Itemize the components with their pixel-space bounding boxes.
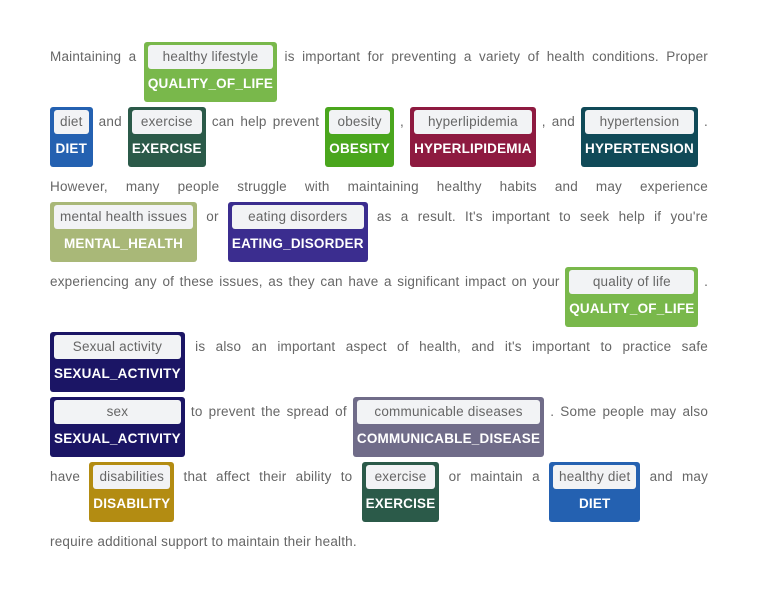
plain-text: experiencing any of these issues, as the… [50, 274, 560, 289]
plain-text: However, many people struggle with maint… [50, 179, 708, 194]
plain-text: , and [541, 114, 575, 129]
plain-text: or maintain a [448, 469, 540, 484]
plain-text: . [704, 274, 709, 289]
plain-text: as a result. It's important to seek help… [376, 209, 709, 224]
entity-label: SEXUAL_ACTIVITY [54, 431, 181, 446]
text-line: However, many people struggle with maint… [50, 172, 708, 202]
entity-label: MENTAL_HEALTH [63, 236, 184, 251]
plain-text: Maintaining a [50, 49, 137, 64]
plain-text: that affect their ability to [183, 469, 353, 484]
entity-label: OBESITY [329, 141, 390, 156]
entity-text: quality of life [569, 270, 695, 294]
entity-text: eating disorders [231, 205, 364, 229]
entity-text: exercise [131, 110, 202, 134]
entity-label: EATING_DISORDER [231, 236, 364, 251]
text-line: experiencing any of these issues, as the… [50, 267, 708, 327]
plain-text: and [98, 114, 122, 129]
entity-text: hyperlipidemia [414, 110, 532, 134]
entity-label: DISABILITY [93, 496, 171, 511]
entity-label: EXERCISE [131, 141, 202, 156]
plain-text: have [50, 469, 81, 484]
entity-label: HYPERLIPIDEMIA [414, 141, 532, 156]
entity-text: communicable diseases [356, 400, 541, 424]
text-line: require additional support to maintain t… [50, 527, 708, 557]
plain-text: is important for preventing a variety of… [284, 49, 709, 64]
plain-text: and may [649, 469, 709, 484]
entity-text: mental health issues [54, 205, 194, 229]
plain-text: is also an important aspect of health, a… [195, 339, 709, 354]
entity-label: QUALITY_OF_LIFE [569, 301, 695, 316]
entity-text: healthy diet [553, 465, 637, 489]
entity-label: DIET [578, 496, 611, 511]
entity-label: QUALITY_OF_LIFE [147, 76, 274, 91]
plain-text: . Some people may also [550, 404, 709, 419]
entity-label: COMMUNICABLE_DISEASE [356, 431, 541, 446]
plain-text: or [206, 209, 219, 224]
entity-text: exercise [365, 465, 436, 489]
plain-text: to prevent the spread of [190, 404, 347, 419]
entity-text: sex [54, 400, 181, 424]
plain-text: . [704, 114, 708, 129]
entity-label: EXERCISE [365, 496, 436, 511]
entity-text: Sexual activity [54, 335, 181, 359]
plain-text: , [400, 114, 404, 129]
entity-text: hypertension [585, 110, 694, 134]
entity-label: SEXUAL_ACTIVITY [54, 366, 181, 381]
entity-label: HYPERTENSION [585, 141, 694, 156]
entity-text: obesity [329, 110, 390, 134]
entity-text: healthy lifestyle [147, 45, 274, 69]
plain-text: can help prevent [211, 114, 320, 129]
entity-label: DIET [55, 141, 88, 156]
plain-text: require additional support to maintain t… [50, 534, 357, 549]
entity-text: diet [54, 110, 89, 134]
entity-text: disabilities [93, 465, 171, 489]
